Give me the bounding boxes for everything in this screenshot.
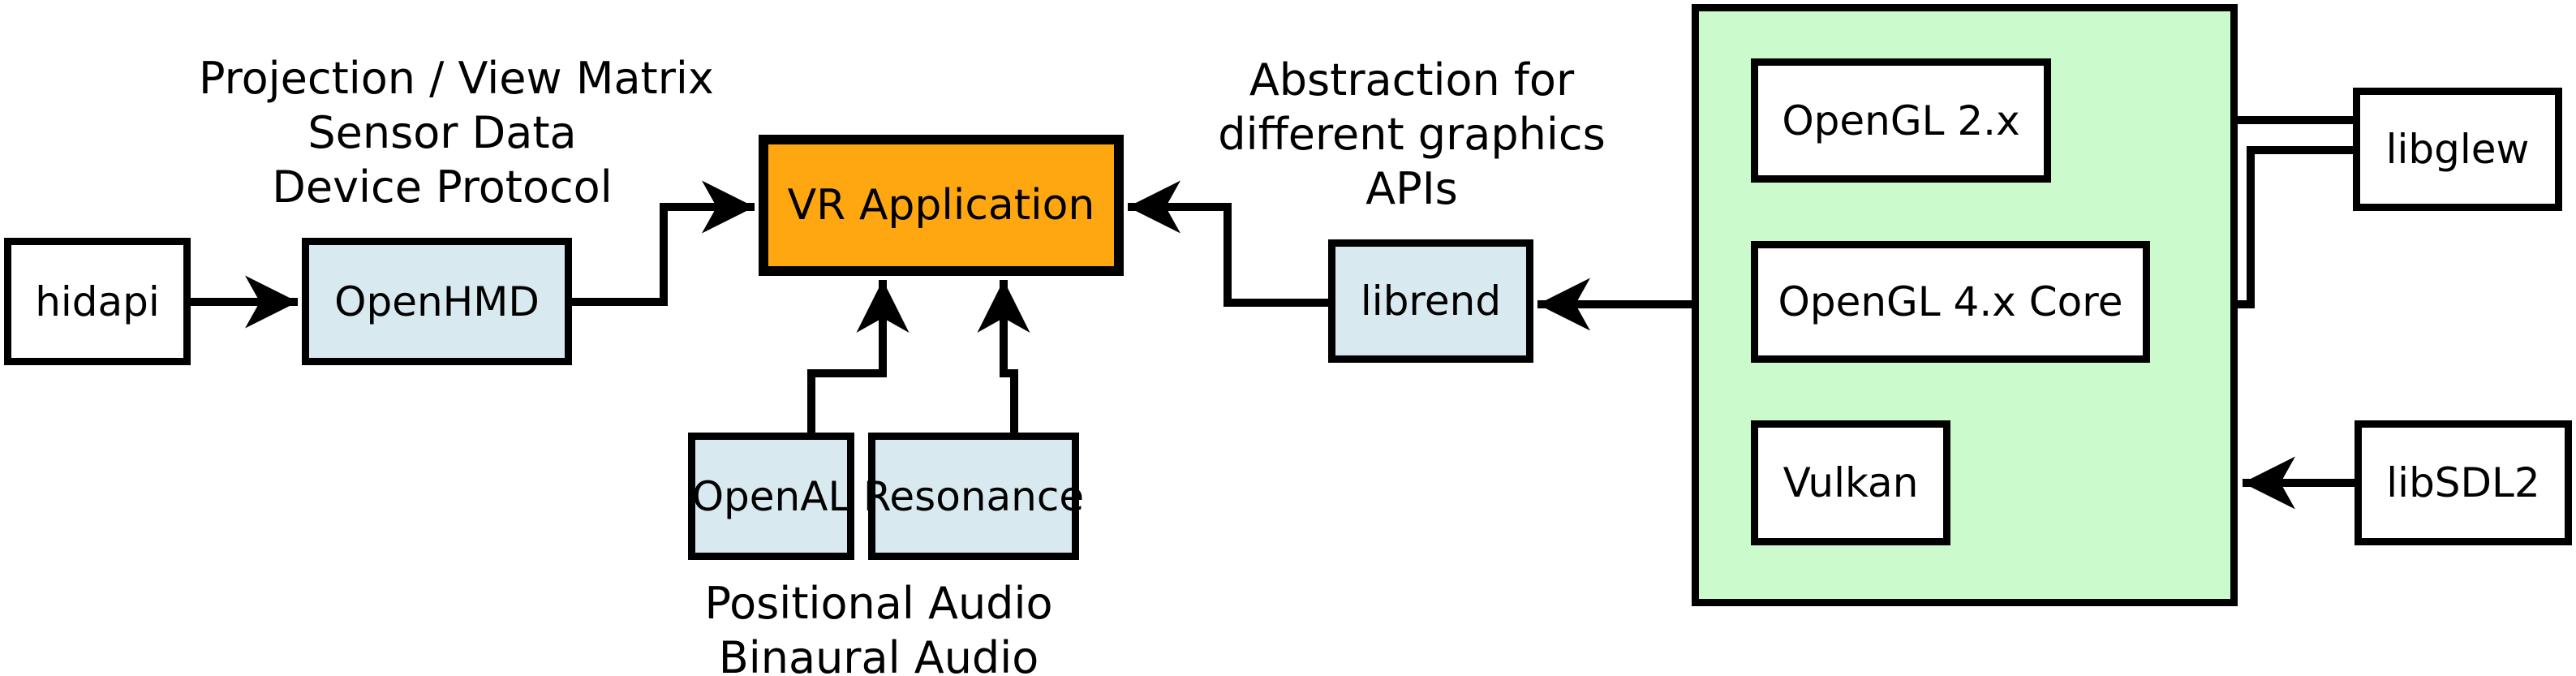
connector-openal-to-vrapp [807, 280, 910, 436]
node-label: libSDL2 [2386, 459, 2540, 506]
node-label: Vulkan [1783, 459, 1919, 506]
caption-line: Abstraction for [1249, 54, 1575, 105]
caption-line: Projection / View Matrix [199, 53, 714, 104]
caption-line: Device Protocol [272, 161, 613, 213]
node-openal: OpenAL [688, 433, 854, 560]
node-label: OpenGL 2.x [1782, 97, 2020, 144]
node-libsdl2: libSDL2 [2355, 420, 2572, 545]
caption-line: different graphics [1218, 109, 1606, 160]
node-label: libglew [2385, 126, 2530, 173]
caption-line: Binaural Audio [718, 632, 1039, 676]
node-resonance: Resonance [863, 433, 1084, 560]
node-label: OpenAL [691, 472, 851, 520]
node-label: VR Application [787, 181, 1095, 230]
node-label: Resonance [862, 472, 1085, 520]
node-librend: librend [1328, 239, 1533, 363]
caption-line: Sensor Data [307, 107, 577, 158]
node-label: librend [1360, 278, 1502, 325]
node-openhmd: OpenHMD [302, 238, 572, 365]
audio-caption: Positional Audio Binaural Audio [635, 576, 1122, 676]
caption-line: Positional Audio [704, 578, 1053, 629]
node-label: hidapi [35, 278, 160, 325]
node-vulkan: Vulkan [1751, 420, 1950, 545]
node-label: OpenHMD [334, 278, 540, 325]
openhmd-caption: Projection / View Matrix Sensor Data Dev… [199, 51, 714, 214]
caption-line: APIs [1365, 163, 1458, 214]
node-label: OpenGL 4.x Core [1778, 278, 2123, 325]
node-vr-application: VR Application [759, 135, 1124, 276]
node-hidapi: hidapi [4, 238, 191, 365]
connector-resonance-to-vrapp [977, 280, 1030, 436]
node-libglew: libglew [2353, 88, 2562, 211]
connector-librend-to-vrapp [1128, 180, 1328, 307]
connector-openhmd-to-vrapp [572, 180, 755, 306]
node-opengl-2x: OpenGL 2.x [1751, 58, 2051, 183]
node-opengl-4x-core: OpenGL 4.x Core [1751, 241, 2150, 363]
librend-caption: Abstraction for different graphics APIs [1168, 53, 1655, 216]
